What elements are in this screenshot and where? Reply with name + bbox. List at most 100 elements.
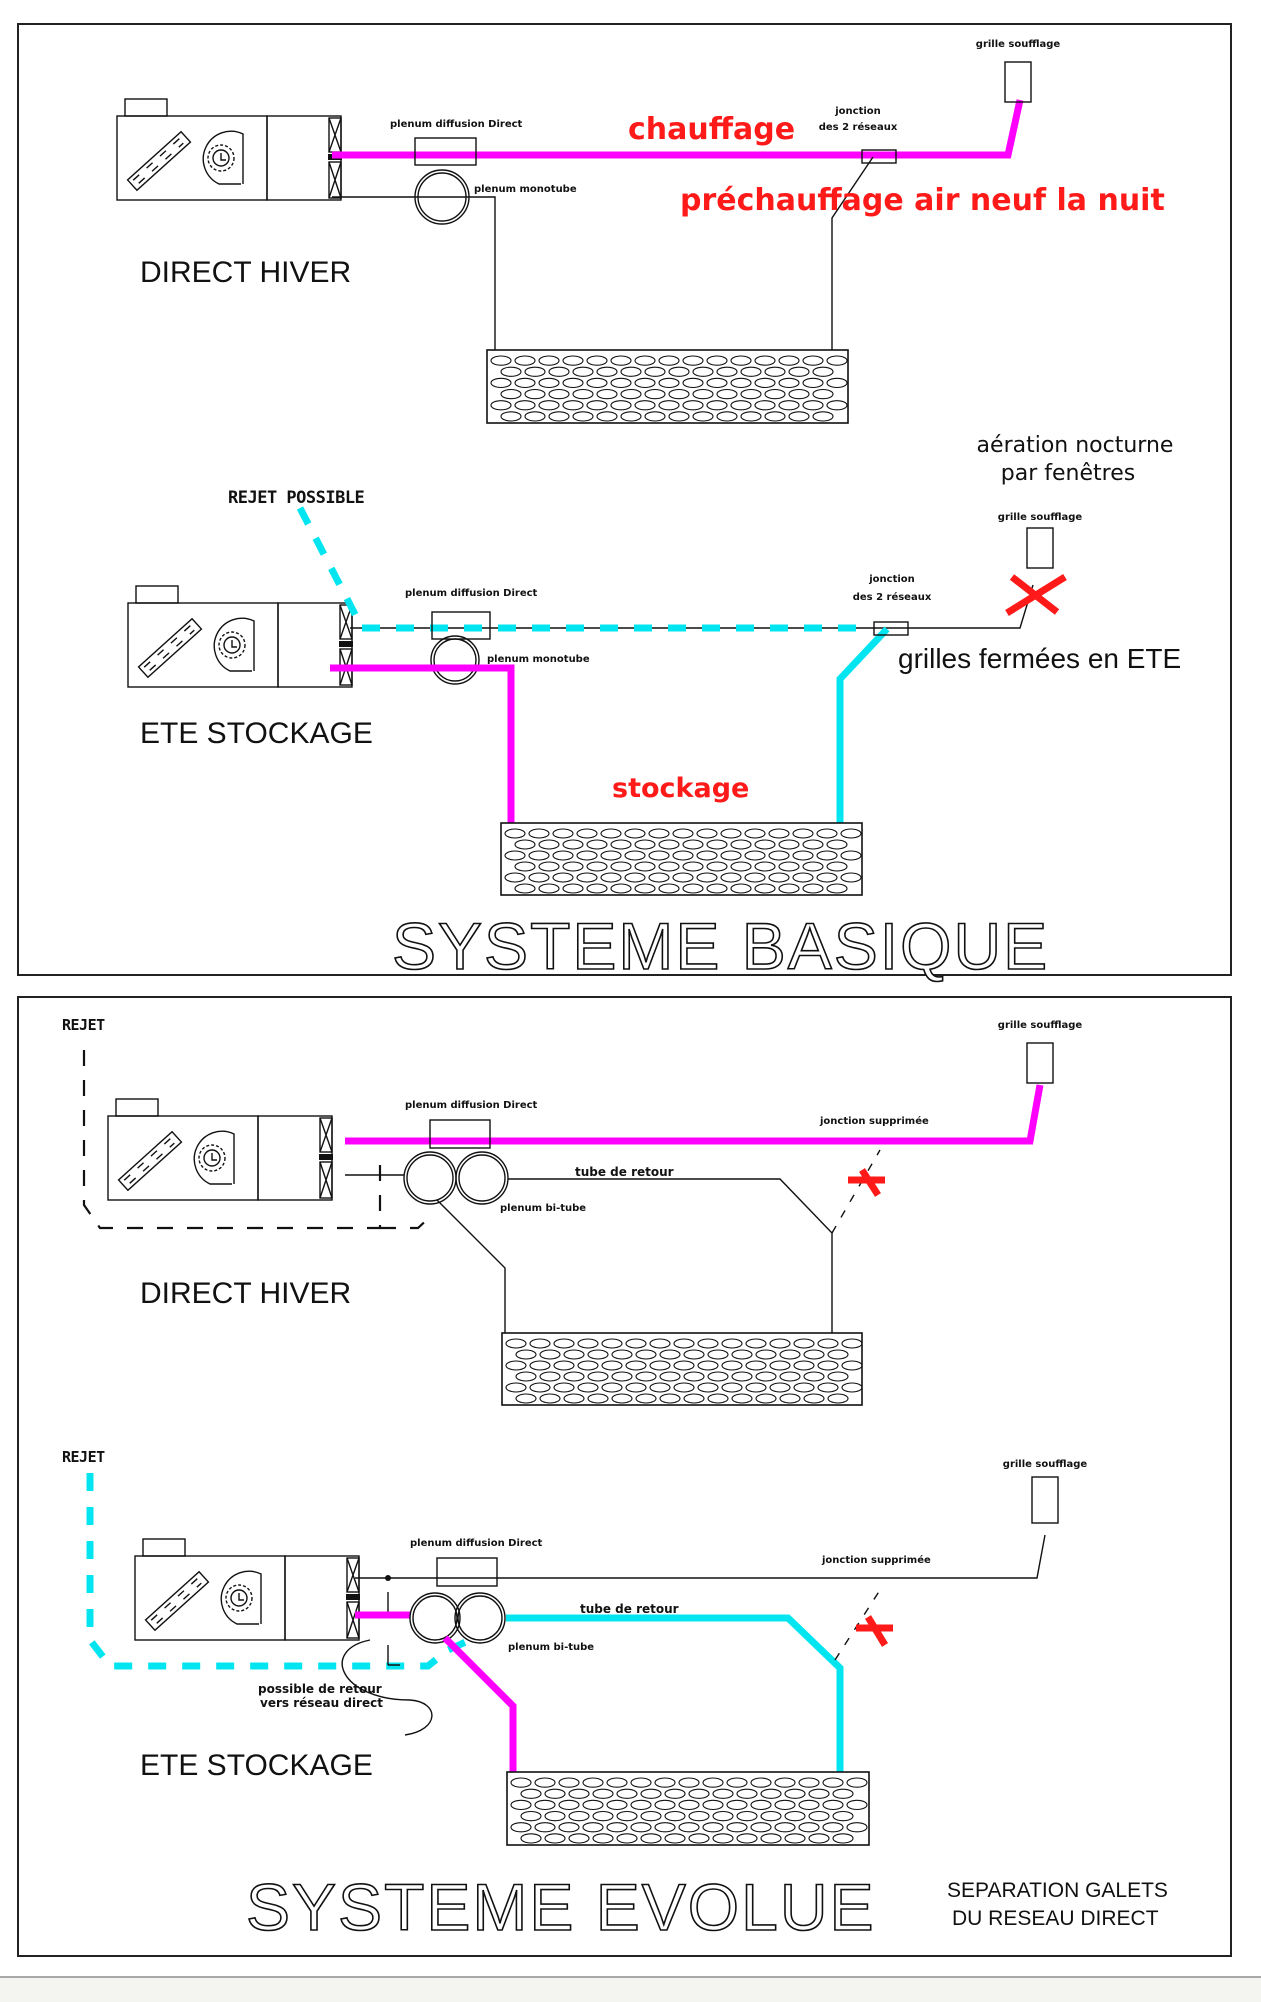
pebble xyxy=(538,883,560,894)
pebble xyxy=(678,1799,700,1811)
pebble xyxy=(798,1822,820,1833)
pebble xyxy=(730,355,752,366)
removed-junction-duct xyxy=(831,1149,881,1234)
pebble xyxy=(635,1393,657,1404)
pebble xyxy=(774,1799,796,1811)
pebble xyxy=(817,1360,839,1371)
pebble xyxy=(504,850,526,861)
pebble xyxy=(668,366,690,377)
diffusion-plenum xyxy=(436,1557,498,1587)
pebble xyxy=(760,1833,782,1844)
grille-label: grille soufflage xyxy=(976,39,1061,50)
pebble xyxy=(798,1777,820,1788)
closed-cross-icon xyxy=(1005,574,1067,616)
pebble xyxy=(682,355,704,366)
damper-icon xyxy=(346,1557,360,1593)
fan-motor xyxy=(211,1153,217,1161)
pebble xyxy=(529,1382,551,1393)
panel-title: SYSTEME BASIQUE xyxy=(392,909,1049,983)
pebble xyxy=(586,400,608,411)
pebble xyxy=(706,883,728,894)
pebble xyxy=(774,1777,796,1788)
reject-path xyxy=(86,1473,472,1670)
pebble xyxy=(504,828,526,839)
pebble xyxy=(816,850,838,861)
pebble xyxy=(668,411,690,422)
pebble xyxy=(514,400,536,411)
pebble xyxy=(841,1360,863,1371)
pebble xyxy=(528,828,550,839)
pebble xyxy=(826,883,848,894)
pebble-storage-bed xyxy=(501,1332,863,1406)
bed-outline xyxy=(486,349,849,424)
filter-frame xyxy=(117,1130,183,1192)
monotube-label: plenum monotube xyxy=(474,184,577,195)
pebble xyxy=(683,1349,705,1360)
pebble xyxy=(658,861,680,872)
pebble xyxy=(803,1371,825,1382)
pebble xyxy=(611,1393,633,1404)
pebble xyxy=(784,1833,806,1844)
pebble xyxy=(600,850,622,861)
pebble xyxy=(730,839,752,850)
pebble xyxy=(596,388,618,400)
junction-label-2: des 2 réseaux xyxy=(853,591,932,603)
pebble xyxy=(539,1393,561,1404)
filter-media xyxy=(150,1576,200,1621)
pebble xyxy=(846,1777,868,1788)
pebble xyxy=(562,355,584,366)
pebble xyxy=(769,1382,791,1393)
diffusion-plenum xyxy=(414,137,477,166)
pebble xyxy=(552,828,574,839)
pebble xyxy=(798,1799,820,1811)
pebble xyxy=(548,388,570,400)
pebble xyxy=(846,1799,868,1811)
bitube-label: plenum bi-tube xyxy=(500,1203,586,1214)
reject-label: REJET POSSIBLE xyxy=(228,488,365,508)
pebble xyxy=(648,828,670,839)
grille-label: grille soufflage xyxy=(998,512,1083,523)
pebble xyxy=(624,828,646,839)
pebble xyxy=(673,1382,695,1393)
pebble xyxy=(816,828,838,839)
pebble xyxy=(707,1349,729,1360)
pebble xyxy=(779,1349,801,1360)
pebble xyxy=(750,1799,772,1811)
pebble xyxy=(544,1810,566,1822)
pebble xyxy=(634,355,656,366)
pebble xyxy=(826,355,848,366)
bed-outline xyxy=(506,1771,870,1846)
pebble xyxy=(644,366,666,377)
pebble xyxy=(649,1338,671,1349)
pebble xyxy=(568,1788,590,1799)
pebble xyxy=(538,400,560,411)
pebble xyxy=(582,1799,604,1811)
pebble xyxy=(769,1360,791,1371)
pebble xyxy=(635,1371,657,1382)
pebble xyxy=(840,828,862,839)
pebble xyxy=(731,1393,753,1404)
scenario-basic-summer: ETE STOCKAGE REJET POSSIBLE plenum diffu… xyxy=(127,433,1181,896)
pebble xyxy=(562,400,584,411)
panel-title: SYSTEME EVOLUE xyxy=(246,1870,876,1944)
pebble xyxy=(610,839,632,850)
pebble xyxy=(826,377,848,389)
pebble xyxy=(505,1360,527,1371)
pebble xyxy=(538,861,560,872)
junction-label-1: jonction xyxy=(834,106,881,117)
pebble xyxy=(610,861,632,872)
pebble xyxy=(846,1822,868,1833)
bed-supply-duct xyxy=(436,1199,506,1333)
pebble xyxy=(696,850,718,861)
scenario-evolved-winter: DIRECT HIVER REJET plenum diffusion Dire… xyxy=(62,1016,1082,1406)
pebble xyxy=(592,1810,614,1822)
pebble xyxy=(587,1371,609,1382)
heating-label: chauffage xyxy=(628,112,795,147)
pebble xyxy=(832,1833,854,1844)
night-vent-label-2: par fenêtres xyxy=(1001,461,1135,486)
return-duct xyxy=(332,196,496,350)
pebble xyxy=(750,1822,772,1833)
grille-box xyxy=(1004,61,1032,103)
pebble xyxy=(716,366,738,377)
grille-box xyxy=(1026,527,1054,569)
